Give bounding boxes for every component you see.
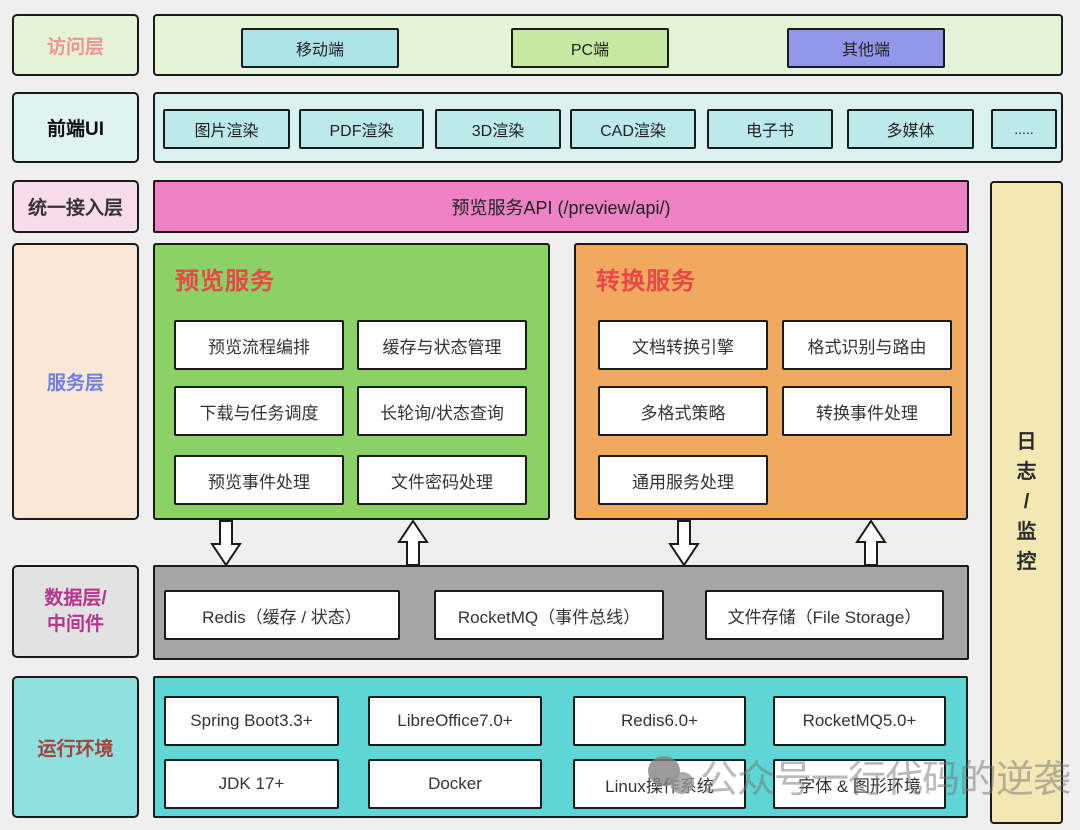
preview-item-file-password: 文件密码处理: [357, 455, 527, 505]
runtime-item-rocketmq: RocketMQ5.0+: [773, 696, 946, 746]
frontend-item-ebook: 电子书: [707, 109, 833, 149]
log-char: 控: [1016, 551, 1037, 573]
runtime-layer-row: Spring Boot3.3+ LibreOffice7.0+ Redis6.0…: [153, 676, 968, 818]
convert-item-common-service: 通用服务处理: [598, 455, 768, 505]
preview-item-download-scheduling: 下载与任务调度: [174, 386, 344, 436]
frontend-item-3d-render: 3D渲染: [435, 109, 561, 149]
middleware-layer-row: Redis（缓存 / 状态） RocketMQ（事件总线） 文件存储（File …: [153, 565, 969, 660]
log-char: /: [1023, 491, 1030, 513]
frontend-layer-row: 图片渲染 PDF渲染 3D渲染 CAD渲染 电子书 多媒体 .....: [153, 92, 1063, 163]
runtime-item-docker: Docker: [368, 759, 542, 809]
convert-item-doc-engine: 文档转换引擎: [598, 320, 768, 370]
middleware-item-file-storage: 文件存储（File Storage）: [705, 590, 944, 640]
runtime-layer-label: 运行环境: [12, 676, 139, 818]
convert-item-event-handling: 转换事件处理: [782, 386, 952, 436]
convert-item-format-routing: 格式识别与路由: [782, 320, 952, 370]
log-char: 日: [1016, 431, 1037, 453]
preview-api-bar: 预览服务API (/preview/api/): [153, 180, 969, 233]
access-item-mobile: 移动端: [241, 28, 399, 68]
convert-service-box: 转换服务 文档转换引擎 格式识别与路由 多格式策略 转换事件处理 通用服务处理: [574, 243, 968, 520]
preview-item-event-handling: 预览事件处理: [174, 455, 344, 505]
preview-item-flow-orchestration: 预览流程编排: [174, 320, 344, 370]
up-arrow-icon: [855, 520, 887, 566]
up-arrow-icon: [397, 520, 429, 566]
access-item-pc: PC端: [511, 28, 669, 68]
middleware-item-redis: Redis（缓存 / 状态）: [164, 590, 400, 640]
gateway-layer-label: 统一接入层: [12, 180, 139, 233]
convert-item-multi-format: 多格式策略: [598, 386, 768, 436]
logging-monitoring-bar: 日 志 / 监 控: [990, 181, 1063, 824]
service-layer-label: 服务层: [12, 243, 139, 520]
runtime-item-linux: Linux操作系统: [573, 759, 746, 809]
runtime-item-redis: Redis6.0+: [573, 696, 746, 746]
runtime-item-springboot: Spring Boot3.3+: [164, 696, 339, 746]
frontend-layer-label: 前端UI: [12, 92, 139, 163]
middleware-layer-label: 数据层/ 中间件: [12, 565, 139, 658]
frontend-item-pdf-render: PDF渲染: [299, 109, 424, 149]
frontend-item-more: .....: [991, 109, 1057, 149]
access-layer-label: 访问层: [12, 14, 139, 76]
frontend-item-multimedia: 多媒体: [847, 109, 974, 149]
preview-item-long-polling: 长轮询/状态查询: [357, 386, 527, 436]
preview-service-box: 预览服务 预览流程编排 缓存与状态管理 下载与任务调度 长轮询/状态查询 预览事…: [153, 243, 550, 520]
down-arrow-icon: [668, 520, 700, 566]
log-char: 志: [1016, 461, 1037, 483]
frontend-item-cad-render: CAD渲染: [570, 109, 696, 149]
access-layer-row: 移动端 PC端 其他端: [153, 14, 1063, 76]
log-char: 监: [1016, 521, 1037, 543]
preview-item-cache-state: 缓存与状态管理: [357, 320, 527, 370]
frontend-item-image-render: 图片渲染: [163, 109, 290, 149]
access-item-other: 其他端: [787, 28, 945, 68]
middleware-item-rocketmq: RocketMQ（事件总线）: [434, 590, 664, 640]
down-arrow-icon: [210, 520, 242, 566]
runtime-item-jdk: JDK 17+: [164, 759, 339, 809]
preview-service-title: 预览服务: [175, 268, 275, 295]
convert-service-title: 转换服务: [596, 268, 696, 295]
runtime-item-libreoffice: LibreOffice7.0+: [368, 696, 542, 746]
runtime-item-fonts-graphics: 字体 & 图形环境: [773, 759, 946, 809]
